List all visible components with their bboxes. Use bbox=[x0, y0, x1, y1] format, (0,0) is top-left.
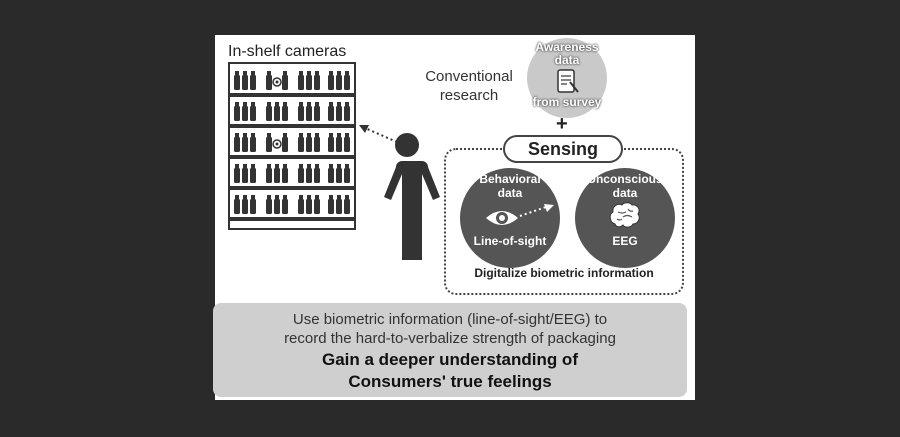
bottle bbox=[307, 195, 311, 199]
person-icon bbox=[384, 133, 440, 260]
bottle bbox=[235, 164, 239, 168]
bottle bbox=[243, 195, 247, 199]
sensing-label: Sensing bbox=[503, 135, 623, 163]
survey-caption: from survey bbox=[532, 95, 602, 109]
bottle bbox=[315, 133, 319, 137]
shelf-board bbox=[229, 186, 355, 190]
eye-icon bbox=[486, 204, 554, 225]
shelf-board bbox=[229, 93, 355, 97]
bottle bbox=[251, 195, 255, 199]
bottle bbox=[251, 164, 255, 168]
bottle bbox=[243, 133, 247, 137]
bottle bbox=[243, 71, 247, 75]
shelf-icon bbox=[228, 62, 356, 230]
bottle bbox=[267, 164, 271, 168]
survey-title: Awareness data bbox=[535, 40, 599, 67]
bottle bbox=[235, 102, 239, 106]
bottle bbox=[251, 102, 255, 106]
bottle bbox=[337, 164, 341, 168]
bottle bbox=[307, 133, 311, 137]
bottle bbox=[345, 195, 349, 199]
bottle bbox=[251, 133, 255, 137]
bottle bbox=[307, 102, 311, 106]
bottle bbox=[299, 71, 303, 75]
survey-circle: Awareness data from survey bbox=[527, 38, 607, 118]
survey-document-icon bbox=[557, 69, 579, 93]
bottle bbox=[235, 133, 239, 137]
bottle bbox=[329, 164, 333, 168]
summary-line3: Gain a deeper understanding of bbox=[322, 350, 578, 369]
bottle bbox=[315, 164, 319, 168]
summary-panel: Use biometric information (line-of-sight… bbox=[213, 303, 687, 397]
summary-line4: Consumers' true feelings bbox=[348, 372, 552, 391]
shelf-title: In-shelf cameras bbox=[228, 43, 347, 60]
gaze-arrow bbox=[359, 125, 398, 143]
digitalize-caption: Digitalize biometric information bbox=[474, 266, 654, 280]
bottle bbox=[283, 133, 287, 137]
bottle bbox=[307, 71, 311, 75]
bottle bbox=[315, 195, 319, 199]
bottle bbox=[345, 102, 349, 106]
bottle bbox=[345, 71, 349, 75]
bottle bbox=[235, 195, 239, 199]
bottle bbox=[299, 195, 303, 199]
unconscious-caption: EEG bbox=[612, 234, 638, 248]
bottle bbox=[267, 195, 271, 199]
bottle bbox=[299, 164, 303, 168]
bottle bbox=[329, 71, 333, 75]
bottle bbox=[235, 71, 239, 75]
bottle bbox=[283, 102, 287, 106]
unconscious-circle: Unconscious data EEG bbox=[575, 168, 675, 268]
bottle bbox=[251, 71, 255, 75]
conventional-line2: research bbox=[439, 87, 499, 104]
shelf-board bbox=[229, 155, 355, 159]
bottle bbox=[329, 102, 333, 106]
bottle bbox=[267, 102, 271, 106]
bottle bbox=[299, 133, 303, 137]
bottle bbox=[337, 133, 341, 137]
conventional-line1: Conventional bbox=[425, 68, 513, 85]
bottle bbox=[337, 195, 341, 199]
shelf-board bbox=[229, 124, 355, 128]
shelf-board bbox=[229, 217, 355, 221]
bottle bbox=[337, 102, 341, 106]
plus-sign: + bbox=[556, 113, 568, 135]
unconscious-title: Unconscious data bbox=[587, 172, 663, 200]
bottle bbox=[345, 164, 349, 168]
bottle bbox=[283, 71, 287, 75]
bottle bbox=[315, 71, 319, 75]
bottle bbox=[337, 71, 341, 75]
bottle bbox=[307, 164, 311, 168]
bottle bbox=[315, 102, 319, 106]
bottle bbox=[329, 195, 333, 199]
bottle bbox=[283, 164, 287, 168]
bottle bbox=[243, 102, 247, 106]
behavioral-caption: Line-of-sight bbox=[473, 234, 547, 248]
bottle bbox=[275, 102, 279, 106]
bottle bbox=[243, 164, 247, 168]
bottle bbox=[299, 102, 303, 106]
summary-line2: record the hard-to-verbalize strength of… bbox=[284, 330, 616, 347]
conventional-research-label: Conventional research bbox=[410, 67, 528, 105]
bottle bbox=[275, 195, 279, 199]
bottle bbox=[275, 164, 279, 168]
bottle bbox=[267, 71, 271, 75]
summary-line1: Use biometric information (line-of-sight… bbox=[292, 311, 608, 328]
bottle bbox=[267, 133, 271, 137]
behavioral-title: Behavioral data bbox=[479, 172, 541, 200]
brain-icon bbox=[609, 202, 640, 228]
bottle bbox=[283, 195, 287, 199]
bottle bbox=[345, 133, 349, 137]
behavioral-circle: Behavioral data Line-of-sight bbox=[460, 168, 560, 268]
bottle bbox=[329, 133, 333, 137]
